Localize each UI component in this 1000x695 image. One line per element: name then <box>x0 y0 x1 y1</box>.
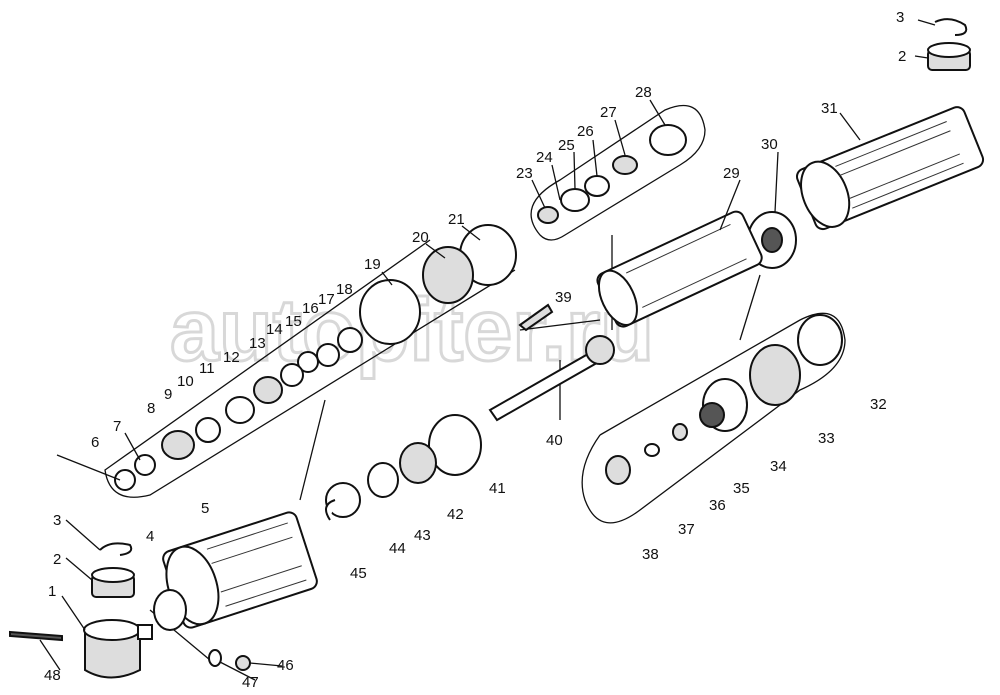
part-3-retaining-ring-lower <box>99 542 133 556</box>
part-31-housing <box>796 106 985 231</box>
label-38: 38 <box>642 546 659 563</box>
group-outline-right <box>581 312 846 524</box>
label-34: 34 <box>770 458 787 475</box>
label-35: 35 <box>733 480 750 497</box>
label-3: 3 <box>53 512 61 529</box>
label-45: 45 <box>350 565 367 582</box>
part-29-tube <box>596 210 763 328</box>
parts-23-28-valve-stack <box>537 124 687 224</box>
part-4-washer <box>153 589 187 631</box>
label-7: 7 <box>113 418 121 435</box>
label-12: 12 <box>223 349 240 366</box>
group-outline-top <box>530 104 706 241</box>
part-46-nut <box>235 655 251 671</box>
label-13: 13 <box>249 335 266 352</box>
label-36: 36 <box>709 497 726 514</box>
label-leaders <box>39 19 936 681</box>
label-16: 16 <box>302 300 319 317</box>
label-28: 28 <box>635 84 652 101</box>
label-29: 29 <box>723 165 740 182</box>
part-48-pin <box>9 630 63 642</box>
label-17: 17 <box>318 291 335 308</box>
label-41: 41 <box>489 480 506 497</box>
label-3-top: 3 <box>896 9 904 26</box>
part-47-washer <box>208 649 222 667</box>
label-2: 2 <box>53 551 61 568</box>
label-27: 27 <box>600 104 617 121</box>
label-4: 4 <box>146 528 154 545</box>
label-15: 15 <box>285 313 302 330</box>
label-37: 37 <box>678 521 695 538</box>
label-26: 26 <box>577 123 594 140</box>
part-39-bolt <box>518 303 554 332</box>
label-33: 33 <box>818 430 835 447</box>
label-24: 24 <box>536 149 553 166</box>
label-46: 46 <box>277 657 294 674</box>
label-44: 44 <box>389 540 406 557</box>
label-39: 39 <box>555 289 572 306</box>
label-40: 40 <box>546 432 563 449</box>
label-31: 31 <box>821 100 838 117</box>
label-8: 8 <box>147 400 155 417</box>
part-1-eye-fitting <box>83 619 153 679</box>
part-2-nut <box>927 42 971 71</box>
label-43: 43 <box>414 527 431 544</box>
label-10: 10 <box>177 373 194 390</box>
label-23: 23 <box>516 165 533 182</box>
label-5: 5 <box>201 500 209 517</box>
parts-6-18-rings <box>114 327 363 491</box>
label-32: 32 <box>870 396 887 413</box>
label-14: 14 <box>266 321 283 338</box>
label-25: 25 <box>558 137 575 154</box>
label-47: 47 <box>242 674 259 691</box>
label-20: 20 <box>412 229 429 246</box>
label-6: 6 <box>91 434 99 451</box>
label-48: 48 <box>44 667 61 684</box>
parts-41-45 <box>325 414 482 521</box>
label-9: 9 <box>164 386 172 403</box>
parts-32-38 <box>605 314 843 485</box>
label-1: 1 <box>48 583 56 600</box>
part-40-shaft <box>488 335 615 422</box>
part-3-retaining-ring <box>934 18 968 36</box>
label-19: 19 <box>364 256 381 273</box>
part-2-nut-lower <box>91 567 135 598</box>
group-outline-upper-left <box>104 239 516 498</box>
parts-19-21-cage <box>359 224 517 345</box>
label-42: 42 <box>447 506 464 523</box>
label-18: 18 <box>336 281 353 298</box>
label-2-top: 2 <box>898 48 906 65</box>
label-21: 21 <box>448 211 465 228</box>
label-11: 11 <box>199 360 215 377</box>
label-30: 30 <box>761 136 778 153</box>
